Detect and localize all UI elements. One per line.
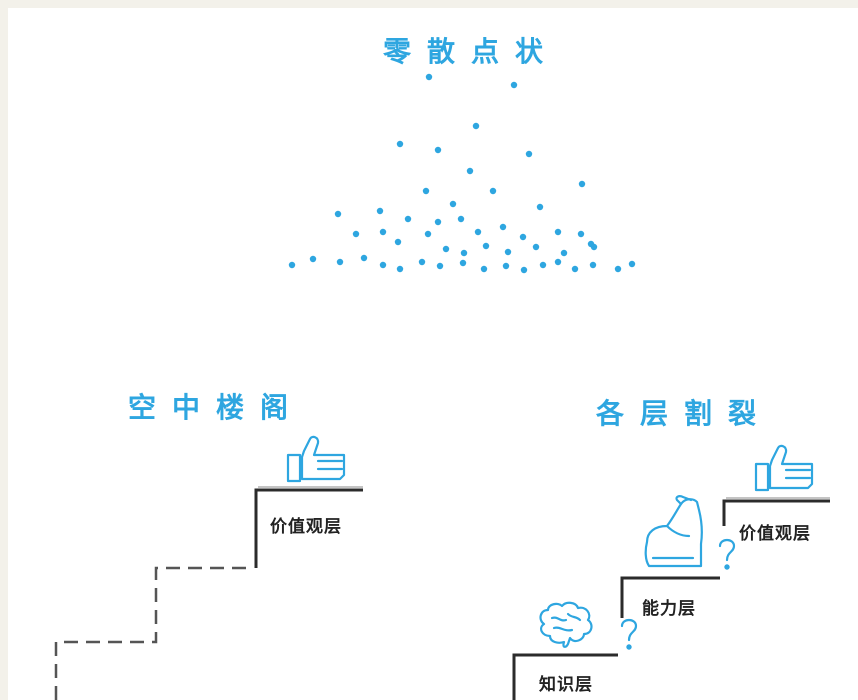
scatter-dot <box>472 122 480 130</box>
scatter-dot <box>425 73 433 81</box>
question-mark-icon-1 <box>620 618 638 650</box>
title-layers-split: 各层割裂 <box>596 397 773 430</box>
scatter-dot <box>309 255 317 263</box>
scatter-dot <box>334 210 342 218</box>
scatter-dot <box>532 243 540 251</box>
scatter-dot <box>614 265 622 273</box>
scatter-dot <box>499 223 507 231</box>
scatter-dot <box>379 261 387 269</box>
scatter-dot <box>460 249 468 257</box>
title-castle-in-air: 空中楼阁 <box>128 391 305 424</box>
scatter-dot <box>360 254 368 262</box>
castle-values-layer-label: 价值观层 <box>270 517 342 537</box>
split-knowledge-layer-label: 知识层 <box>539 675 593 695</box>
scatter-dot <box>288 261 296 269</box>
scatter-dot <box>489 187 497 195</box>
title-scattered: 零散点状 <box>383 35 560 68</box>
flexed-arm-icon <box>644 495 703 568</box>
scatter-dot <box>480 265 488 273</box>
scatter-dot <box>396 265 404 273</box>
scatter-dot <box>404 215 412 223</box>
split-ability-layer-label: 能力层 <box>642 599 696 619</box>
scatter-dot <box>442 245 450 253</box>
scatter-dot <box>525 150 533 158</box>
scatter-dot <box>434 218 442 226</box>
scatter-dot <box>502 262 510 270</box>
scatter-dot <box>590 243 598 251</box>
scatter-dot <box>520 266 528 274</box>
scatter-dot <box>504 248 512 256</box>
scatter-dot <box>577 230 585 238</box>
values-step <box>722 499 830 526</box>
brain-icon <box>539 601 593 648</box>
scatter-dot <box>554 258 562 266</box>
scatter-dot <box>396 140 404 148</box>
scatter-dot <box>449 200 457 208</box>
knowledge-step <box>512 653 618 700</box>
scatter-dot <box>436 262 444 270</box>
scatter-dot <box>571 265 579 273</box>
scattered-dots <box>288 73 636 274</box>
scatter-dot <box>422 187 430 195</box>
castle-thumbs-up-icon <box>286 435 346 483</box>
scatter-dot <box>474 228 482 236</box>
scatter-dot <box>628 260 636 268</box>
scatter-dot <box>539 261 547 269</box>
scatter-dot <box>418 258 426 266</box>
dashed-lower-steps <box>54 566 248 700</box>
question-mark-icons <box>620 538 736 650</box>
scatter-dot <box>336 258 344 266</box>
scatter-dot <box>459 259 467 267</box>
scatter-dot <box>376 207 384 215</box>
split-stairs <box>512 497 830 700</box>
scatter-dot <box>578 180 586 188</box>
scatter-dot <box>379 228 387 236</box>
scatter-dot <box>466 167 474 175</box>
castle-stairs <box>54 486 363 700</box>
scatter-dot <box>482 242 490 250</box>
split-thumbs-up-icon <box>754 444 814 492</box>
scatter-dot <box>434 146 442 154</box>
scatter-dot <box>589 261 597 269</box>
scatter-dot <box>519 233 527 241</box>
scatter-dot <box>424 230 432 238</box>
scatter-dot <box>560 249 568 257</box>
scatter-dot <box>457 215 465 223</box>
scatter-dot <box>394 238 402 246</box>
scatter-dot <box>352 230 360 238</box>
scatter-dot <box>554 228 562 236</box>
ability-step <box>620 576 720 618</box>
split-values-layer-label: 价值观层 <box>739 524 811 544</box>
solid-top-step <box>254 488 363 568</box>
scatter-dot <box>510 81 518 89</box>
scatter-dot <box>536 203 544 211</box>
diagram-canvas: 零散点状 空中楼阁 各层割裂 <box>8 8 858 700</box>
question-mark-icon-2 <box>718 538 736 570</box>
